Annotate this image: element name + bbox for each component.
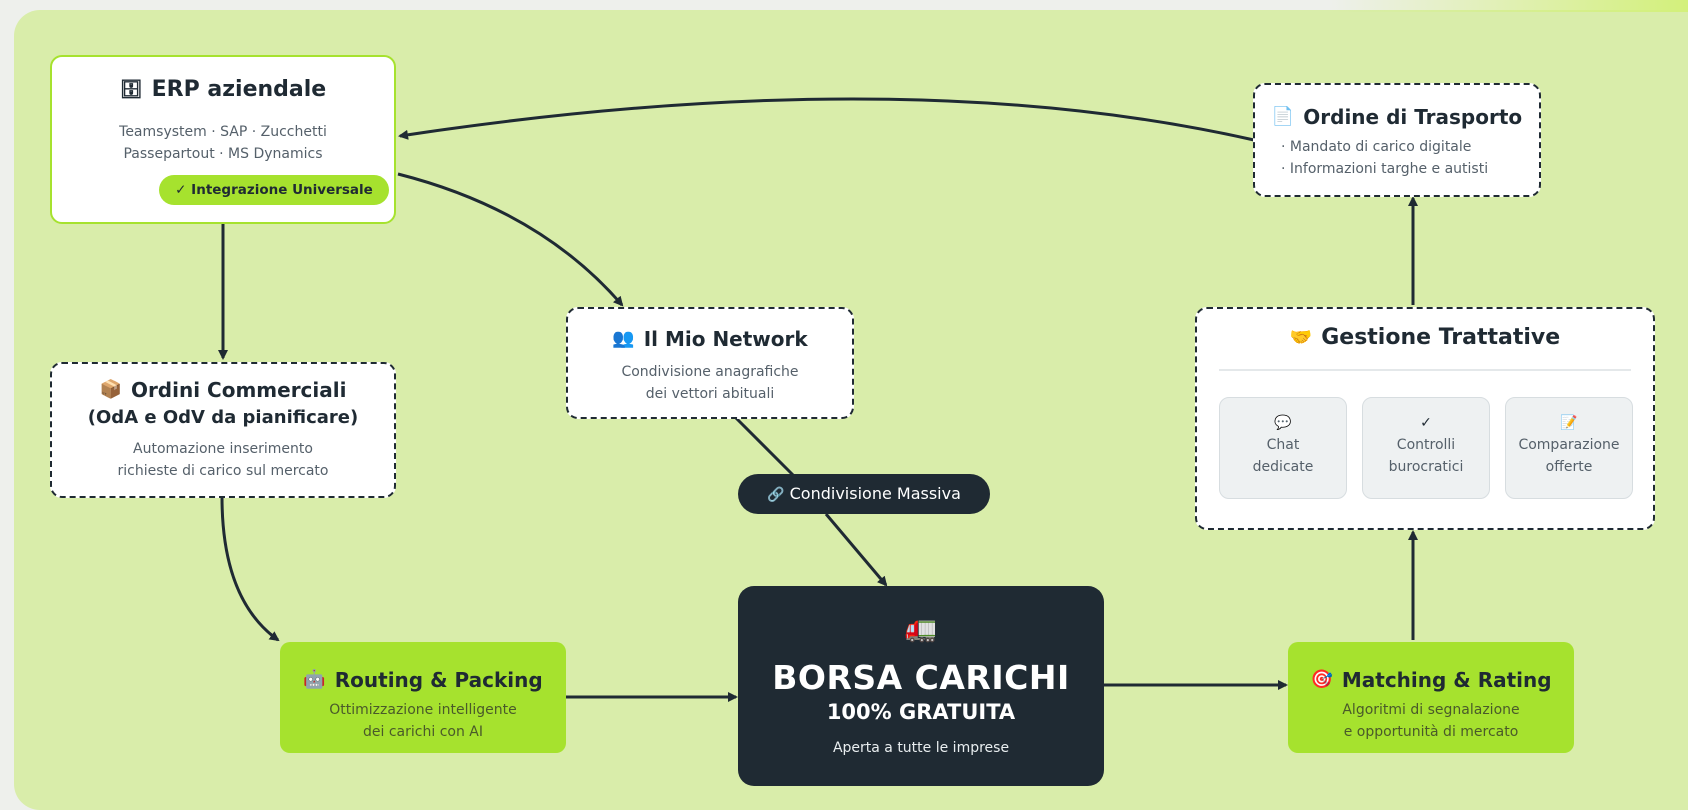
edge-erp-to-network — [397, 172, 624, 307]
matching-title: 🎯 Matching & Rating — [1288, 668, 1574, 692]
trasporto-node[interactable]: 📄 Ordine di Trasporto · Mandato di caric… — [1253, 83, 1541, 197]
card-chat-line-2: dedicate — [1252, 459, 1314, 475]
people-icon: 👥 — [612, 328, 635, 349]
matching-title-text: Matching & Rating — [1341, 668, 1552, 692]
check-icon: ✓ — [1420, 415, 1432, 431]
network-line-2: dei vettori abituali — [645, 386, 775, 402]
network-title-text: Il Mio Network — [643, 327, 808, 351]
robot-icon: 🤖 — [303, 669, 326, 690]
routing-node[interactable]: 🤖 Routing & Packing Ottimizzazione intel… — [280, 642, 566, 753]
trattative-title: 🤝 Gestione Trattative — [1197, 325, 1653, 350]
routing-line-2: dei carichi con AI — [363, 724, 483, 740]
chat-icon: 💬 — [1274, 415, 1292, 431]
borsa-subtitle: 100% GRATUITA — [826, 700, 1016, 724]
matching-node[interactable]: 🎯 Matching & Rating Algoritmi di segnala… — [1288, 642, 1574, 753]
edge-chip-to-borsa — [824, 513, 888, 587]
card-chat[interactable]: 💬 Chat dedicate — [1219, 397, 1347, 499]
routing-line-1: Ottimizzazione intelligente — [329, 702, 517, 718]
corner-highlight — [1328, 0, 1688, 12]
borsa-caption: Aperta a tutte le imprese — [832, 740, 1010, 756]
trattative-title-text: Gestione Trattative — [1321, 325, 1561, 350]
ordini-title-text: Ordini Commerciali — [130, 378, 347, 402]
matching-line-1: Algoritmi di segnalazione — [1342, 702, 1520, 718]
edge-trasporto-to-erp — [398, 97, 1255, 142]
trasporto-title: 📄 Ordine di Trasporto — [1255, 105, 1539, 129]
link-icon: 🔗 — [767, 487, 785, 503]
integration-badge: ✓ Integrazione Universale — [159, 175, 389, 205]
card-controlli-line-2: burocratici — [1388, 459, 1464, 475]
erp-title: 🗄 ERP aziendale — [52, 77, 394, 102]
ordini-title: 📦 Ordini Commerciali — [52, 378, 394, 402]
edge-ordini-to-routing — [220, 496, 280, 642]
edge-network-to-chip — [734, 416, 795, 477]
ordini-title-2: (OdA e OdV da pianificare) — [87, 407, 359, 428]
network-line-1: Condivisione anagrafiche — [621, 364, 799, 380]
trattative-divider — [1219, 369, 1631, 371]
document-icon: 📄 — [1271, 106, 1295, 127]
ordini-node[interactable]: 📦 Ordini Commerciali (OdA e OdV da piani… — [50, 362, 396, 498]
ordini-line-1: Automazione inserimento — [133, 441, 313, 457]
handshake-icon: 🤝 — [1289, 326, 1313, 348]
routing-title: 🤖 Routing & Packing — [280, 668, 566, 692]
erp-line-1: Teamsystem · SAP · Zucchetti — [119, 124, 327, 140]
card-chat-line-1: Chat — [1266, 437, 1300, 453]
condivisione-label: Condivisione Massiva — [789, 484, 961, 503]
borsa-title: BORSA CARICHI — [772, 658, 1070, 697]
erp-title-text: ERP aziendale — [151, 77, 327, 102]
borsa-node[interactable]: 🚛 BORSA CARICHI 100% GRATUITA Aperta a t… — [738, 586, 1104, 786]
server-icon: 🗄 — [119, 78, 143, 100]
erp-node[interactable]: 🗄 ERP aziendale Teamsystem · SAP · Zucch… — [50, 55, 396, 224]
memo-icon: 📝 — [1560, 415, 1578, 431]
card-comparazione[interactable]: 📝 Comparazione offerte — [1505, 397, 1633, 499]
card-controlli-line-1: Controlli — [1396, 437, 1456, 453]
trasporto-line-2: · Informazioni targhe e autisti — [1281, 161, 1489, 177]
card-controlli[interactable]: ✓ Controlli burocratici — [1362, 397, 1490, 499]
routing-title-text: Routing & Packing — [334, 668, 543, 692]
trasporto-title-text: Ordine di Trasporto — [1303, 105, 1523, 129]
card-comparazione-line-1: Comparazione — [1518, 437, 1620, 453]
target-icon: 🎯 — [1310, 669, 1333, 690]
network-node[interactable]: 👥 Il Mio Network Condivisione anagrafich… — [566, 307, 854, 419]
trattative-node[interactable]: 🤝 Gestione Trattative 💬 Chat dedicate ✓ … — [1195, 307, 1655, 530]
network-title: 👥 Il Mio Network — [568, 327, 852, 351]
condivisione-chip: 🔗 Condivisione Massiva — [738, 474, 990, 514]
package-icon: 📦 — [99, 379, 122, 400]
trasporto-line-1: · Mandato di carico digitale — [1281, 139, 1472, 155]
truck-icon: 🚛 — [904, 614, 938, 644]
ordini-line-2: richieste di carico sul mercato — [117, 463, 329, 479]
card-comparazione-line-2: offerte — [1545, 459, 1593, 475]
erp-line-2: Passepartout · MS Dynamics — [123, 146, 323, 162]
matching-line-2: e opportunità di mercato — [1343, 724, 1519, 740]
